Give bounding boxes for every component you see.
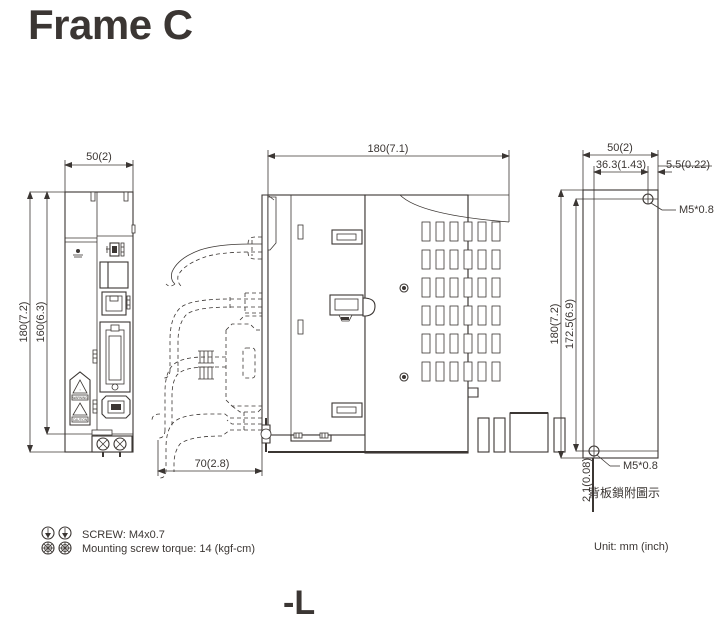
rear-hole-span-label: 36.3(1.43) <box>596 159 646 171</box>
dim-rear-edge-offset: 5.5(0.22) <box>657 159 712 175</box>
front-height-overall-label: 180(7.2) <box>18 302 30 343</box>
torque-screw-icon-1 <box>41 541 55 555</box>
side-body <box>260 194 566 454</box>
rear-edge-offset-label: 5.5(0.22) <box>666 159 710 171</box>
screw-note: SCREW: M4x0.7 <box>82 529 165 541</box>
side-depth-label: 180(7.1) <box>368 143 409 155</box>
cable-routing <box>151 236 263 479</box>
front-width-label: 50(2) <box>86 151 112 163</box>
side-bottom-connectors <box>290 432 332 442</box>
dim-side-depth: 180(7.1) <box>267 143 510 195</box>
rear-width-label: 50(2) <box>607 142 633 154</box>
rear-view-group: 50(2) 36.3(1.43) 5.5(0.22) 180(7.2) <box>549 142 714 512</box>
brand-logo-icon <box>73 249 83 258</box>
display-window <box>99 261 129 289</box>
rear-view-caption: 背板鎖附圖示 <box>588 485 660 500</box>
screw-head-icon-1 <box>41 526 55 540</box>
torque-note: Mounting screw torque: 14 (kgf-cm) <box>82 543 256 555</box>
dim-side-front-depth: 70(2.8) <box>157 440 263 476</box>
vent-grid <box>421 221 501 382</box>
model-label: -L <box>283 584 316 622</box>
cn2-connector <box>92 395 131 419</box>
notes-block: SCREW: M4x0.7 Mounting screw torque: 14 … <box>82 528 255 556</box>
note-icons <box>41 526 72 555</box>
usb-port-icon <box>106 242 125 257</box>
rear-screw-top-label: M5*0.8 <box>679 204 714 216</box>
rear-screw-top[interactable]: M5*0.8 <box>642 193 714 216</box>
page-title: Frame C <box>28 1 193 48</box>
ethernet-port-icon <box>101 291 131 316</box>
torque-screw-icon-2 <box>58 541 72 555</box>
svg-text:WARNING: WARNING <box>72 396 88 400</box>
dim-rear-hole-span: 36.3(1.43) <box>593 159 649 196</box>
dim-front-width: 50(2) <box>64 151 134 196</box>
front-view-group: 50(2) 180(7.2) 160(6.3) <box>18 151 136 457</box>
rear-hole-span-vertical-label: 172.5(6.9) <box>564 299 576 349</box>
rear-height-label: 180(7.2) <box>549 304 561 345</box>
screw-head-icon-2 <box>58 526 72 540</box>
terminal-screw-group <box>91 435 133 457</box>
cn1-connector <box>92 321 131 393</box>
warning-icon: ! <box>80 388 81 392</box>
side-front-depth-label: 70(2.8) <box>195 458 230 470</box>
unit-note: Unit: mm (inch) <box>594 541 669 553</box>
rear-bottom-offset-label: 2.1(0.08) <box>581 458 593 502</box>
side-view-group: 180(7.1) 70(2.8) <box>151 143 566 479</box>
warning-label-group: ! WARNING CAUTION <box>69 371 91 426</box>
rear-plate <box>582 189 659 459</box>
rear-screw-bottom[interactable]: M5*0.8 <box>588 445 658 472</box>
dim-front-heights: 180(7.2) 160(6.3) <box>18 191 80 453</box>
svg-text:CAUTION: CAUTION <box>73 418 88 422</box>
front-height-inner-label: 160(6.3) <box>35 302 47 343</box>
rear-screw-bottom-label: M5*0.8 <box>623 460 658 472</box>
dim-rear-height: 180(7.2) <box>549 189 586 459</box>
dim-rear-width: 50(2) <box>582 142 659 190</box>
